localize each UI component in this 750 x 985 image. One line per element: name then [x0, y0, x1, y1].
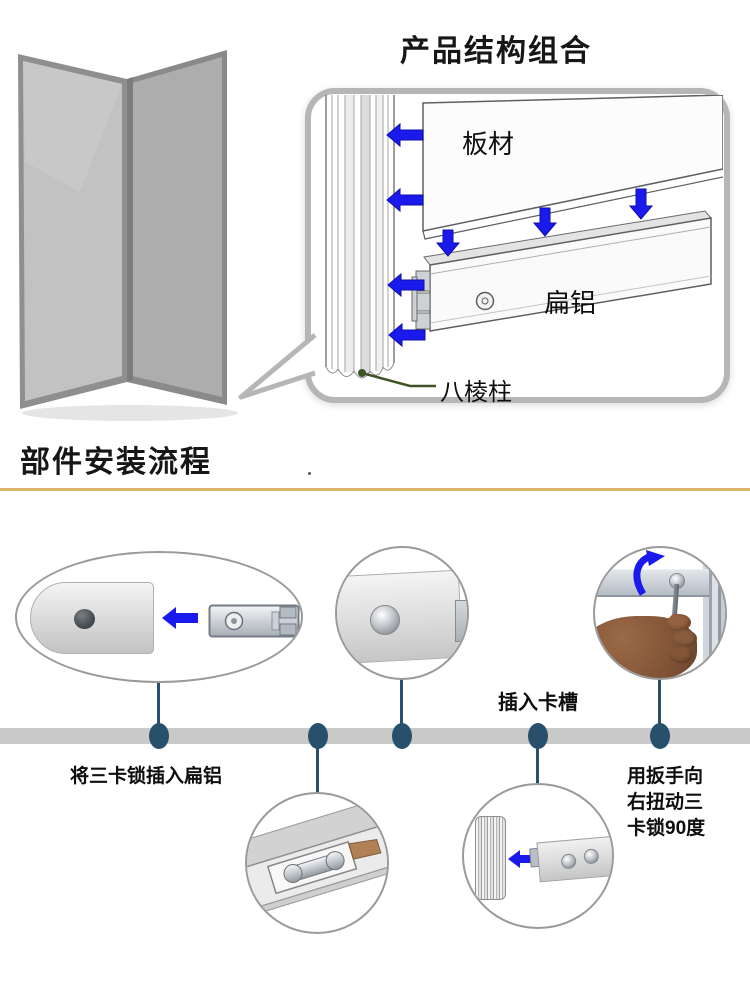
arrow-down-icon — [628, 188, 654, 220]
step5-circle — [462, 783, 614, 929]
step3-line: 用扳手向 — [627, 766, 704, 787]
step1-label: 将三卡锁插入扁铝 — [70, 766, 223, 787]
connector-dot — [392, 723, 412, 749]
product-photo — [10, 42, 240, 422]
connector-dot — [308, 723, 328, 749]
lock-edge-tab — [455, 600, 467, 642]
step3-text: 用扳手向 右扭动三 卡锁90度 — [627, 764, 705, 842]
finger — [667, 614, 691, 631]
photo-right-panel — [132, 57, 222, 397]
photo-left-panel-sheen — [23, 61, 122, 192]
connector-line — [400, 679, 403, 736]
arrow-left-icon — [162, 607, 198, 629]
octagonal-column-drawing — [325, 95, 395, 379]
connector-dot — [650, 723, 670, 749]
connector-line — [536, 746, 539, 785]
octagonal-column-label: 八棱柱 — [440, 379, 512, 406]
octagonal-column-piece — [475, 816, 506, 900]
profile-cross-section — [247, 794, 387, 920]
aluminum-bar-end — [30, 582, 154, 654]
connector-dot — [528, 723, 548, 749]
connector-line — [658, 679, 661, 736]
panel-label: 板材 — [462, 129, 515, 159]
arrow-left-icon — [388, 322, 426, 348]
panel-drawing — [422, 95, 723, 240]
step1-ellipse — [15, 551, 303, 683]
card-lock — [208, 604, 300, 638]
arrow-left-icon — [386, 122, 424, 148]
step2-circle — [335, 546, 469, 680]
aluminum-bar-piece — [536, 835, 612, 883]
connector-line — [316, 746, 319, 794]
crossbar — [595, 569, 709, 597]
door-jamb — [703, 548, 725, 678]
flat-aluminum-drawing — [411, 210, 712, 332]
arrow-down-icon — [532, 207, 558, 237]
step4-circle — [245, 792, 389, 934]
connector-line — [157, 682, 160, 736]
photo-fold-edge — [127, 77, 133, 382]
finger — [673, 630, 697, 647]
step2-label: 插入卡槽 — [498, 692, 578, 714]
callout-tail-icon — [238, 333, 317, 400]
install-process-title: 部件安装流程 — [20, 446, 212, 479]
column-pointer-line — [358, 369, 436, 388]
structure-diagram — [325, 95, 723, 388]
screw-icon — [475, 291, 495, 311]
screw-icon — [583, 848, 600, 865]
rotate-arrow-icon — [633, 550, 665, 596]
step3-circle — [593, 546, 727, 680]
step3-line: 右扭动三 — [627, 792, 704, 813]
section-divider — [0, 488, 750, 491]
step3-line: 卡锁90度 — [627, 818, 706, 839]
screw-icon — [560, 853, 577, 870]
folding-panels-photo — [18, 50, 238, 421]
photo-floor-shadow — [22, 405, 238, 421]
arrow-left-icon — [387, 272, 425, 298]
arrow-left-icon — [508, 850, 538, 868]
arrow-left-icon — [386, 187, 424, 213]
finger — [669, 646, 693, 663]
lock-button — [370, 605, 400, 635]
arrow-down-icon — [435, 229, 461, 257]
product-structure-title: 产品结构组合 — [400, 35, 592, 68]
flat-aluminum-label: 扁铝 — [544, 288, 597, 318]
timeline-bar — [0, 728, 750, 744]
bar-hole — [74, 609, 95, 629]
stray-dot — [308, 472, 311, 475]
connector-dot — [149, 723, 169, 749]
